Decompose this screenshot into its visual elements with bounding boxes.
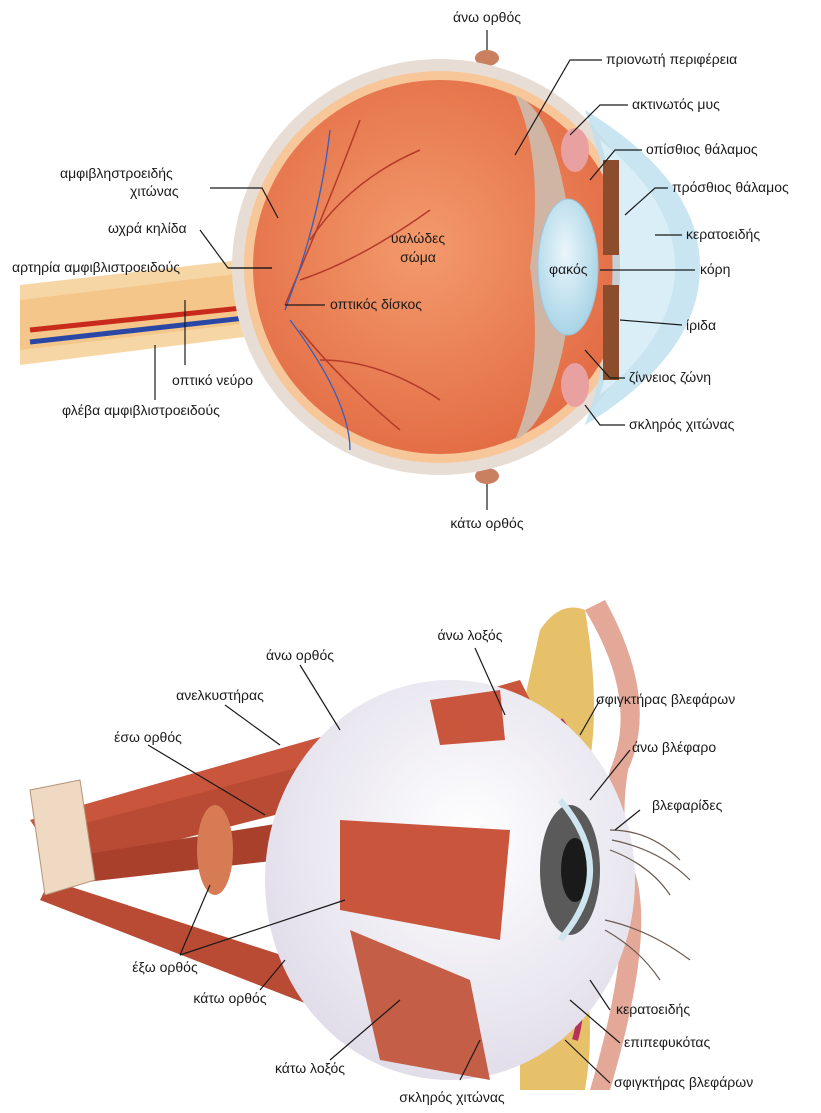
label-conjunctiva: επιπεφυκότας (624, 1034, 710, 1050)
label-sclera-b: σκληρός χιτώνας (399, 1089, 505, 1105)
label-superior-rectus-b: άνω ορθός (266, 647, 334, 663)
label-inferior-rectus-b: κάτω ορθός (193, 990, 266, 1006)
label-orbicularis-bottom: σφιγκτήρας βλεφάρων (614, 1074, 753, 1090)
label-cornea-b: κερατοειδής (616, 1001, 690, 1017)
label-orbicularis-top: σφιγκτήρας βλεφάρων (596, 691, 735, 707)
optic-nerve-cut (197, 805, 233, 895)
label-medial-rectus: έσω ορθός (114, 729, 182, 745)
label-levator: ανελκυστήρας (176, 687, 264, 703)
label-inferior-oblique: κάτω λοξός (275, 1060, 345, 1076)
label-eyelashes: βλεφαρίδες (652, 797, 723, 813)
tendon-ring (30, 780, 95, 895)
label-lateral-rectus: έξω ορθός (132, 959, 198, 975)
label-superior-oblique: άνω λοξός (438, 627, 503, 643)
label-upper-eyelid: άνω βλέφαρο (632, 739, 716, 755)
